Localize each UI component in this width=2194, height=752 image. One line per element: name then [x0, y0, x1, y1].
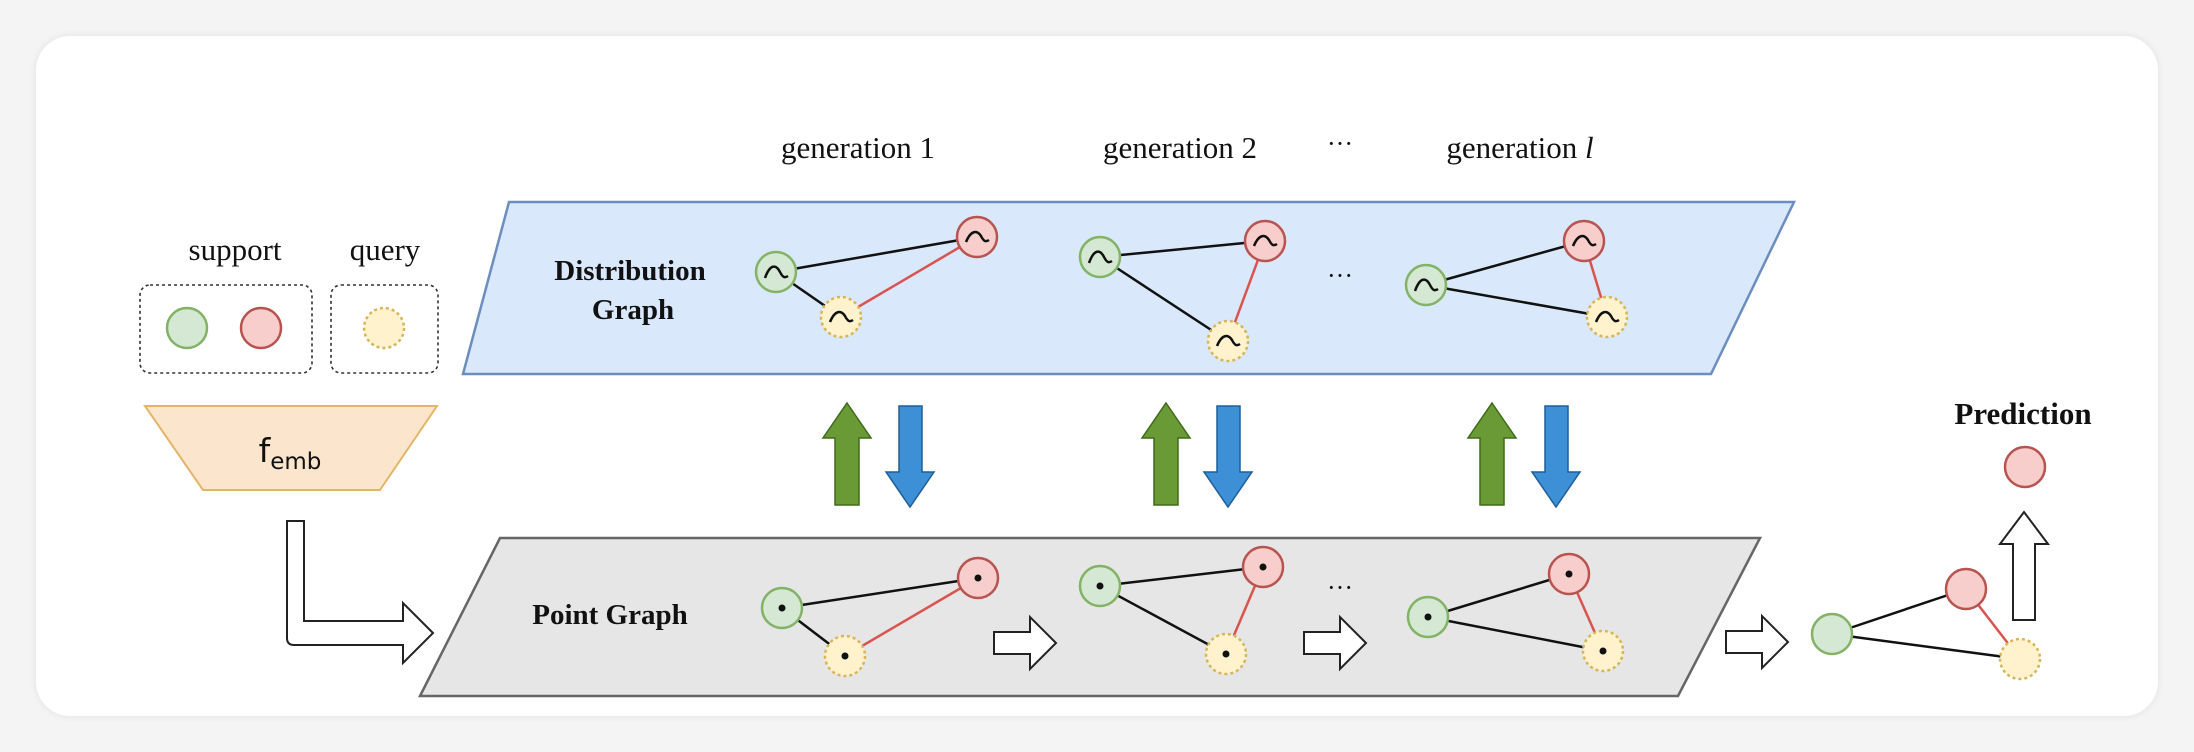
down-arrow — [884, 405, 936, 509]
support-label: support — [189, 232, 282, 267]
tilde-curve-icon — [1413, 278, 1439, 292]
up-arrow — [821, 401, 873, 506]
dot-icon — [1565, 570, 1573, 578]
support-green-node — [165, 306, 209, 350]
exchange-arrows-gen-1 — [821, 401, 936, 509]
edge — [1425, 283, 1608, 319]
yellow-node — [819, 295, 863, 339]
down-arrow — [1530, 405, 1582, 509]
distribution-graph-gen-l — [1404, 219, 1629, 339]
embedding-label: femb — [259, 431, 322, 475]
green-node — [1078, 235, 1122, 279]
prediction-up-arrow — [1998, 510, 2050, 621]
dot-icon — [1599, 647, 1607, 655]
red-node — [1562, 219, 1606, 263]
embedding-to-point-arrow — [286, 520, 435, 666]
dot-icon — [1424, 613, 1432, 621]
tilde-curve-icon — [1594, 310, 1620, 323]
dot-icon — [778, 604, 786, 612]
edge — [1099, 255, 1229, 343]
exchange-arrows-gen-l — [1466, 401, 1582, 509]
tilde-curve-icon — [1252, 234, 1278, 247]
next-step-arrow — [1303, 614, 1368, 672]
tilde-curve-icon — [828, 310, 854, 323]
query-legend-box — [330, 284, 439, 374]
yellow-node — [1206, 319, 1250, 363]
dot-icon — [841, 652, 849, 660]
next-step-arrow — [993, 614, 1058, 672]
dot-icon — [1222, 650, 1230, 658]
embedding-module — [143, 405, 439, 491]
distribution-graph-plane — [461, 200, 1796, 376]
header-ellipsis: ··· — [1327, 129, 1353, 158]
generation-l-label: generation l — [1446, 130, 1593, 165]
point-graph-gen-l — [1406, 552, 1625, 673]
edge — [1099, 239, 1266, 259]
point-graph-gen-2 — [1078, 545, 1285, 676]
point-graph-gen-1 — [760, 556, 1000, 678]
edge — [1427, 572, 1570, 619]
query-label: query — [350, 232, 421, 267]
yellow-node — [1585, 295, 1629, 339]
edge — [1425, 239, 1585, 287]
red-edge — [840, 235, 978, 319]
generation-1-label: generation 1 — [781, 130, 935, 165]
point-graph-plane — [417, 536, 1763, 698]
edge — [1427, 615, 1604, 653]
final-graph — [1810, 567, 2042, 681]
embedding-base: f — [259, 431, 272, 470]
generation-2-label: generation 2 — [1103, 130, 1257, 165]
distribution-graph-label-line2: Graph — [592, 294, 674, 326]
edge — [1831, 632, 2021, 661]
edge — [1099, 565, 1264, 588]
prediction-node — [2003, 445, 2047, 489]
query-yellow-node — [362, 306, 406, 350]
yellow-node — [1998, 637, 2042, 681]
red-node — [1243, 219, 1287, 263]
green-node — [1404, 263, 1448, 307]
up-arrow — [1466, 401, 1518, 506]
dot-icon — [1096, 582, 1104, 590]
dot-icon — [974, 574, 982, 582]
generation-l-symbol: l — [1585, 130, 1594, 165]
tilde-curve-icon — [1087, 250, 1113, 264]
tilde-curve-icon — [1215, 334, 1241, 347]
prediction-label: Prediction — [1954, 396, 2091, 431]
up-arrow — [1140, 401, 1192, 506]
red-node — [955, 215, 999, 259]
support-legend-box — [139, 284, 313, 374]
distribution-ellipsis: ··· — [1327, 261, 1353, 290]
embedding-sub: emb — [270, 449, 321, 475]
to-prediction-arrow — [1725, 613, 1790, 671]
tilde-curve-icon — [964, 230, 990, 243]
tilde-curve-icon — [1571, 234, 1597, 247]
distribution-graph-gen-2 — [1078, 219, 1287, 363]
support-red-node — [239, 306, 283, 350]
distribution-graph-label-line1: Distribution — [554, 255, 705, 287]
edge — [1831, 587, 1967, 636]
exchange-arrows-gen-2 — [1140, 401, 1254, 509]
down-arrow — [1202, 405, 1254, 509]
generation-l-prefix: generation — [1446, 130, 1585, 165]
red-node — [1944, 567, 1988, 611]
edge — [775, 235, 978, 274]
point-ellipsis: ··· — [1327, 573, 1353, 602]
edge — [781, 576, 979, 610]
edge — [1099, 584, 1227, 656]
dot-icon — [1259, 563, 1267, 571]
tilde-curve-icon — [763, 265, 789, 279]
red-edge — [844, 576, 979, 658]
point-graph-label: Point Graph — [532, 599, 688, 631]
green-node — [754, 250, 798, 294]
green-node — [1810, 612, 1854, 656]
distribution-graph-gen-1 — [754, 215, 999, 339]
